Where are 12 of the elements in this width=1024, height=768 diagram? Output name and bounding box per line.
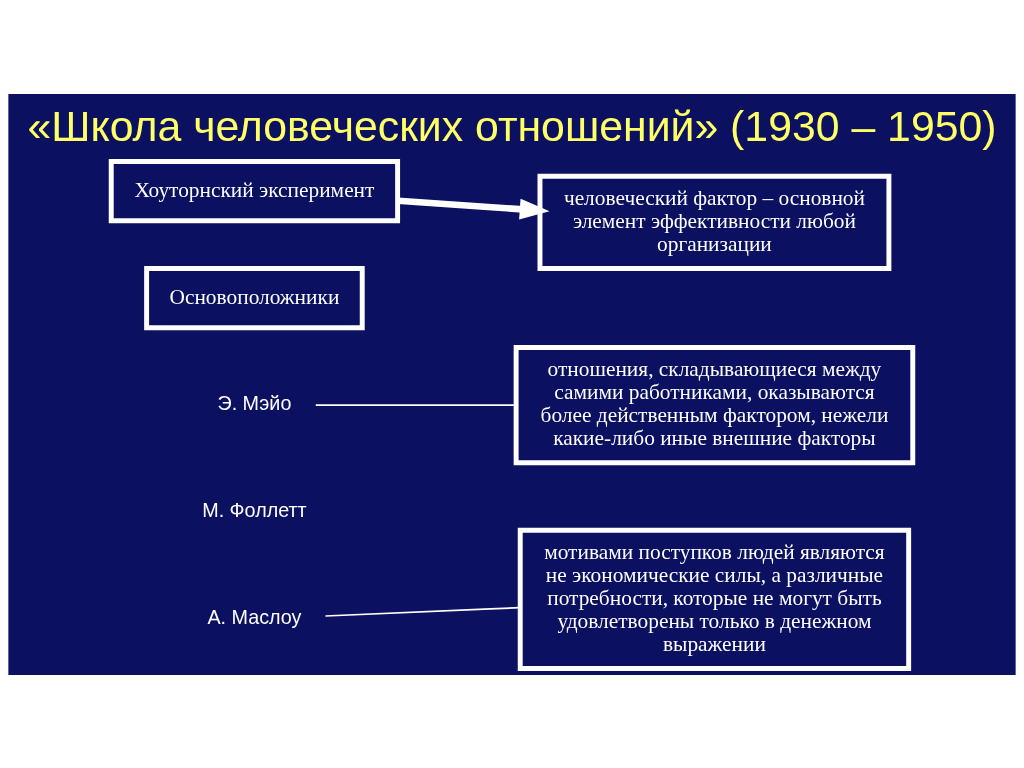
node-box: человеческий фактор – основной элемент эффективности любой организации [537, 173, 892, 271]
node-text: М. Фоллетт [202, 498, 307, 521]
arrow [397, 197, 550, 220]
connector [314, 403, 517, 406]
node-box: отношения, складывающиеся между самими работниками, оказываются более действенным фактором, нежели какие-либо иные внешние факторы [513, 344, 916, 465]
node-text: А. Маслоу [207, 605, 302, 628]
node-box: Основоположники [144, 265, 365, 330]
node-text: Э. Мэйо [217, 391, 292, 414]
diagram-title: «Школа человеческих отношений» (1930 – 1950) [27, 101, 997, 150]
node-box: Хоуторнский эксперимент [108, 158, 401, 223]
connector [324, 606, 521, 617]
node-box: мотивами поступков людей являются не экономические силы, а различные потребности, которые не могут быть удовлетворены только в денежном выражении [517, 527, 912, 671]
